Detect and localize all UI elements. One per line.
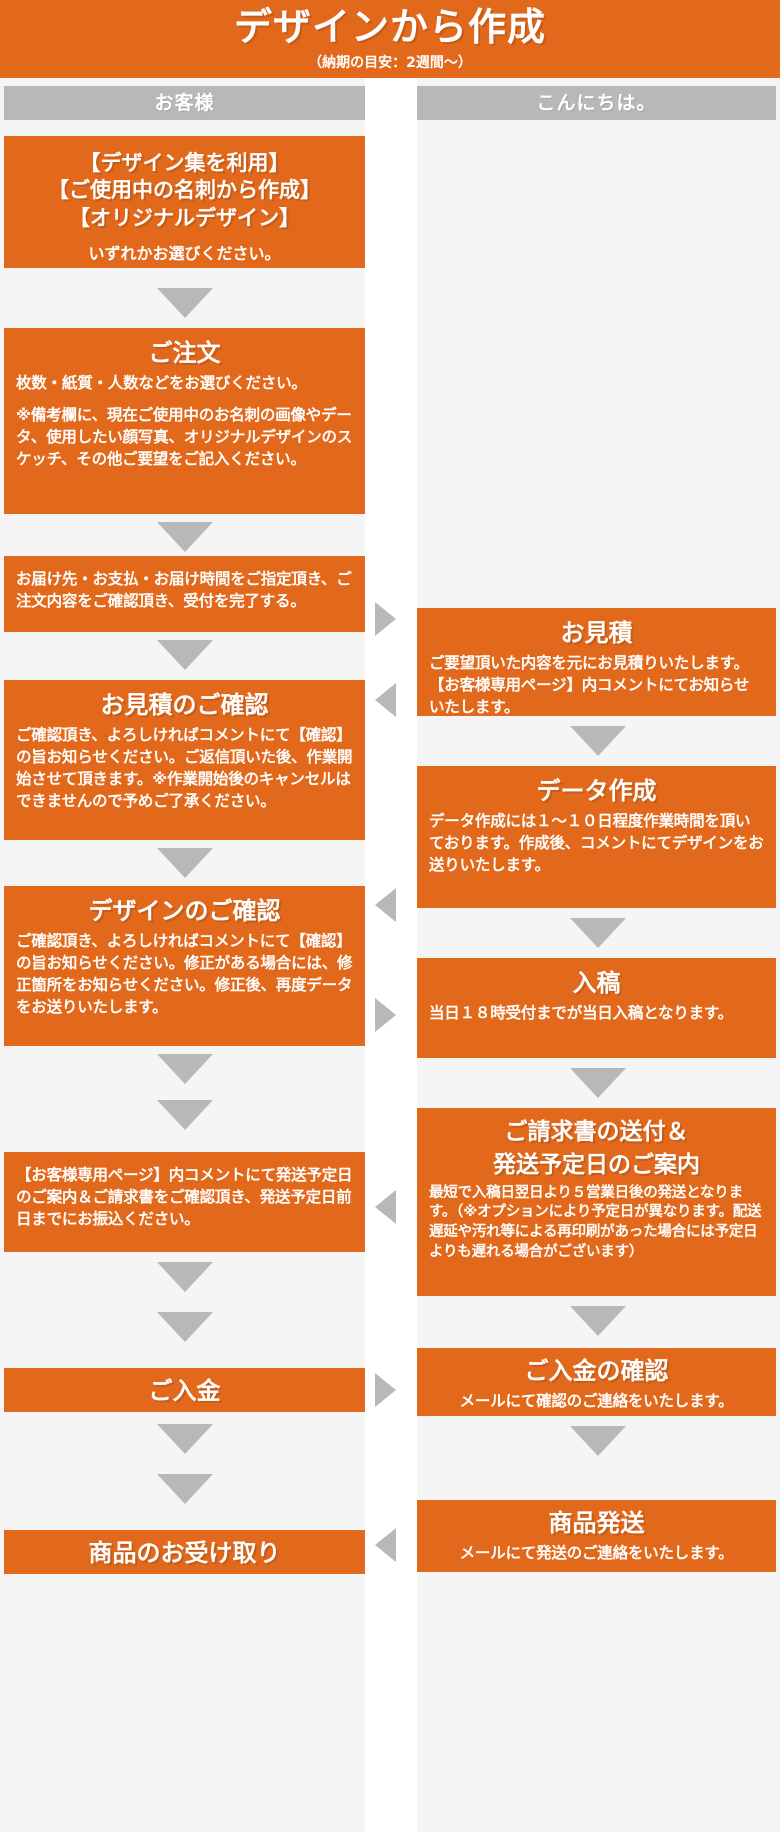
column-header-shop: こんにちは。 xyxy=(417,86,776,120)
arrow-down-icon xyxy=(157,288,213,318)
page-title: デザインから作成 xyxy=(233,5,546,49)
step-quote: お見積 ご要望頂いた内容を元にお見積りいたします。【お客様専用ページ】内コメント… xyxy=(417,608,776,716)
submission-body: 当日１８時受付までが当日入稿となります。 xyxy=(429,1004,733,1022)
arrow-left-icon xyxy=(375,888,396,922)
arrow-down-icon xyxy=(157,1054,213,1084)
quote-title: お見積 xyxy=(560,619,633,647)
arrow-down-icon xyxy=(570,1426,626,1456)
arrow-down-icon xyxy=(157,522,213,552)
arrow-left-icon xyxy=(375,1528,396,1562)
arrow-down-icon xyxy=(157,1262,213,1292)
design-confirm-body: ご確認頂き、よろしければコメントにて【確認】の旨お知らせください。修正がある場合… xyxy=(16,932,353,1016)
step-order: ご注文 枚数・紙質・人数などをお選びください。 ※備考欄に、現在ご使用中のお名刺… xyxy=(4,328,365,514)
data-creation-title: データ作成 xyxy=(536,777,657,805)
order-confirm-body: お届け先・お支払・お届け時間をご指定頂き、ご注文内容をご確認頂き、受付を完了する… xyxy=(16,570,352,610)
quote-confirm-title: お見積のご確認 xyxy=(100,691,269,719)
invoice-shipping-body: 最短で入稿日翌日より５営業日後の発送となります。（※オプションにより予定日が異な… xyxy=(429,1184,762,1260)
step-payment-notice: 【お客様専用ページ】内コメントにて発送予定日のご案内＆ご請求書をご確認頂き、発送… xyxy=(4,1152,365,1252)
order-body-1: 枚数・紙質・人数などをお選びください。 xyxy=(16,374,307,392)
step-submission: 入稿 当日１８時受付までが当日入稿となります。 xyxy=(417,958,776,1058)
shipment-title: 商品発送 xyxy=(548,1509,645,1537)
invoice-shipping-title-1: ご請求書の送付＆ xyxy=(504,1119,689,1145)
arrow-down-icon xyxy=(157,640,213,670)
column-header-customer: お客様 xyxy=(4,86,365,120)
step-design-choice: 【デザイン集を利用】 【ご使用中の名刺から作成】 【オリジナルデザイン】 いずれ… xyxy=(4,136,365,268)
arrow-down-icon xyxy=(157,1100,213,1130)
arrow-left-icon xyxy=(375,683,396,717)
quote-confirm-body: ご確認頂き、よろしければコメントにて【確認】の旨お知らせください。ご返信頂いた後… xyxy=(16,726,353,810)
arrow-down-icon xyxy=(157,1312,213,1342)
arrow-left-icon xyxy=(375,1190,396,1224)
design-choice-line-3: 【オリジナルデザイン】 xyxy=(69,205,300,230)
payment-confirm-body: メールにて確認のご連絡をいたします。 xyxy=(459,1392,734,1410)
step-quote-confirm: お見積のご確認 ご確認頂き、よろしければコメントにて【確認】の旨お知らせください… xyxy=(4,680,365,840)
step-design-confirm: デザインのご確認 ご確認頂き、よろしければコメントにて【確認】の旨お知らせくださ… xyxy=(4,886,365,1046)
order-title: ご注文 xyxy=(148,339,221,367)
invoice-shipping-title-2: 発送予定日のご案内 xyxy=(493,1151,700,1178)
step-payment: ご入金 xyxy=(4,1368,365,1412)
step-shipment: 商品発送 メールにて発送のご連絡をいたします。 xyxy=(417,1500,776,1572)
order-body-2: ※備考欄に、現在ご使用中のお名刺の画像やデータ、使用したい顔写真、オリジナルデザ… xyxy=(16,406,353,468)
payment-title: ご入金 xyxy=(148,1377,221,1405)
receive-goods-title: 商品のお受け取り xyxy=(88,1539,281,1567)
arrow-down-icon xyxy=(157,848,213,878)
design-confirm-title: デザインのご確認 xyxy=(88,897,281,925)
quote-body: ご要望頂いた内容を元にお見積りいたします。【お客様専用ページ】内コメントにてお知… xyxy=(429,654,750,716)
step-data-creation: データ作成 データ作成には１～１０日程度作業時間を頂いております。作成後、コメン… xyxy=(417,766,776,908)
design-choice-line-2: 【ご使用中の名刺から作成】 xyxy=(48,178,321,203)
arrow-down-icon xyxy=(570,726,626,756)
step-order-confirm: お届け先・お支払・お届け時間をご指定頂き、ご注文内容をご確認頂き、受付を完了する… xyxy=(4,556,365,632)
step-payment-confirm: ご入金の確認 メールにて確認のご連絡をいたします。 xyxy=(417,1348,776,1416)
arrow-right-icon xyxy=(375,998,396,1032)
arrow-down-icon xyxy=(157,1424,213,1454)
payment-confirm-title: ご入金の確認 xyxy=(524,1357,669,1385)
shipment-body: メールにて発送のご連絡をいたします。 xyxy=(459,1544,734,1562)
lane-gutter xyxy=(365,78,417,1832)
arrow-right-icon xyxy=(375,1373,396,1407)
arrow-down-icon xyxy=(157,1474,213,1504)
arrow-down-icon xyxy=(570,918,626,948)
design-choice-sub: いずれかお選びください。 xyxy=(88,243,281,263)
data-creation-body: データ作成には１～１０日程度作業時間を頂いております。作成後、コメントにてデザイ… xyxy=(429,812,764,874)
design-choice-line-1: 【デザイン集を利用】 xyxy=(79,151,290,175)
page-header: デザインから作成 （納期の目安：2週間～） xyxy=(0,0,780,78)
step-receive-goods: 商品のお受け取り xyxy=(4,1530,365,1574)
payment-notice-body: 【お客様専用ページ】内コメントにて発送予定日のご案内＆ご請求書をご確認頂き、発送… xyxy=(16,1166,353,1228)
arrow-down-icon xyxy=(570,1306,626,1336)
arrow-right-icon xyxy=(375,602,396,636)
submission-title: 入稿 xyxy=(572,969,621,997)
step-invoice-shipping: ご請求書の送付＆ 発送予定日のご案内 最短で入稿日翌日より５営業日後の発送となり… xyxy=(417,1108,776,1296)
arrow-down-icon xyxy=(570,1068,626,1098)
page-subtitle: （納期の目安：2週間～） xyxy=(308,55,472,71)
